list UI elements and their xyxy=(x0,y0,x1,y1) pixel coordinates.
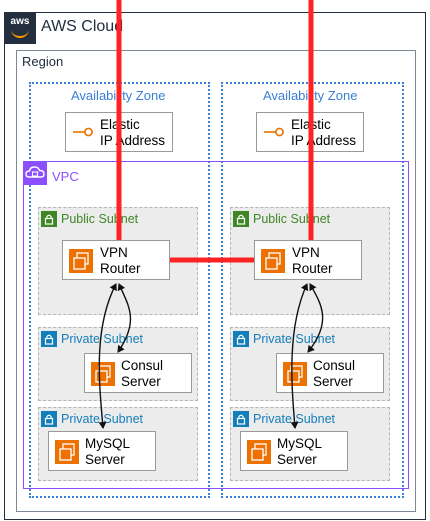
consul-server-line1: Consul xyxy=(313,358,356,373)
vpc-cloud-icon xyxy=(23,161,47,185)
router-to-consul-arrow-2 xyxy=(307,283,324,353)
vpc-group xyxy=(23,161,409,489)
ec2-instance-icon xyxy=(247,440,271,464)
elastic-ip-icon xyxy=(73,127,93,137)
mysql-server-line2: Server xyxy=(85,452,125,467)
mysql-server-line1: MySQL xyxy=(85,436,131,451)
aws-cloud-group xyxy=(4,12,426,520)
consul-server-line2: Server xyxy=(313,374,353,389)
vpn-router-line2: Router xyxy=(100,261,141,276)
aws-logo-text: aws xyxy=(10,16,30,27)
elastic-ip-line2: IP Address xyxy=(100,133,166,148)
router-to-mysql-arrow-1 xyxy=(98,283,117,429)
vpn-router-line1: VPN xyxy=(100,245,128,260)
ec2-instance-icon xyxy=(55,440,79,464)
consul-server-line1: Consul xyxy=(121,358,164,373)
vpn-router-line1: VPN xyxy=(292,245,320,260)
mysql-server-2[interactable]: MySQL Server xyxy=(240,431,348,471)
mysql-server-1[interactable]: MySQL Server xyxy=(48,431,156,471)
consul-server-line2: Server xyxy=(121,374,161,389)
aws-cloud-title: AWS Cloud xyxy=(41,18,124,35)
aws-smile-mark xyxy=(11,29,29,38)
lock-icon xyxy=(233,411,249,427)
ec2-instance-icon xyxy=(261,249,285,273)
vpn-router-2[interactable]: VPN Router xyxy=(254,240,362,280)
elastic-ip-line2: IP Address xyxy=(291,133,357,148)
region-group xyxy=(16,50,416,512)
vpn-router-1[interactable]: VPN Router xyxy=(62,240,170,280)
aws-logo-icon: aws xyxy=(4,12,36,44)
lock-icon xyxy=(233,331,249,347)
lock-icon xyxy=(41,411,57,427)
ec2-instance-icon xyxy=(69,249,93,273)
elastic-ip-icon xyxy=(264,127,284,137)
lock-icon xyxy=(233,211,249,227)
router-to-consul-arrow-1 xyxy=(117,283,132,353)
mysql-server-line2: Server xyxy=(277,452,317,467)
lock-icon xyxy=(41,211,57,227)
vpc-label: VPC xyxy=(52,169,79,184)
lock-icon xyxy=(41,331,57,347)
region-label: Region xyxy=(22,54,64,69)
mysql-server-line1: MySQL xyxy=(277,436,323,451)
router-to-mysql-arrow-2 xyxy=(290,283,309,429)
vpn-router-line2: Router xyxy=(292,261,333,276)
